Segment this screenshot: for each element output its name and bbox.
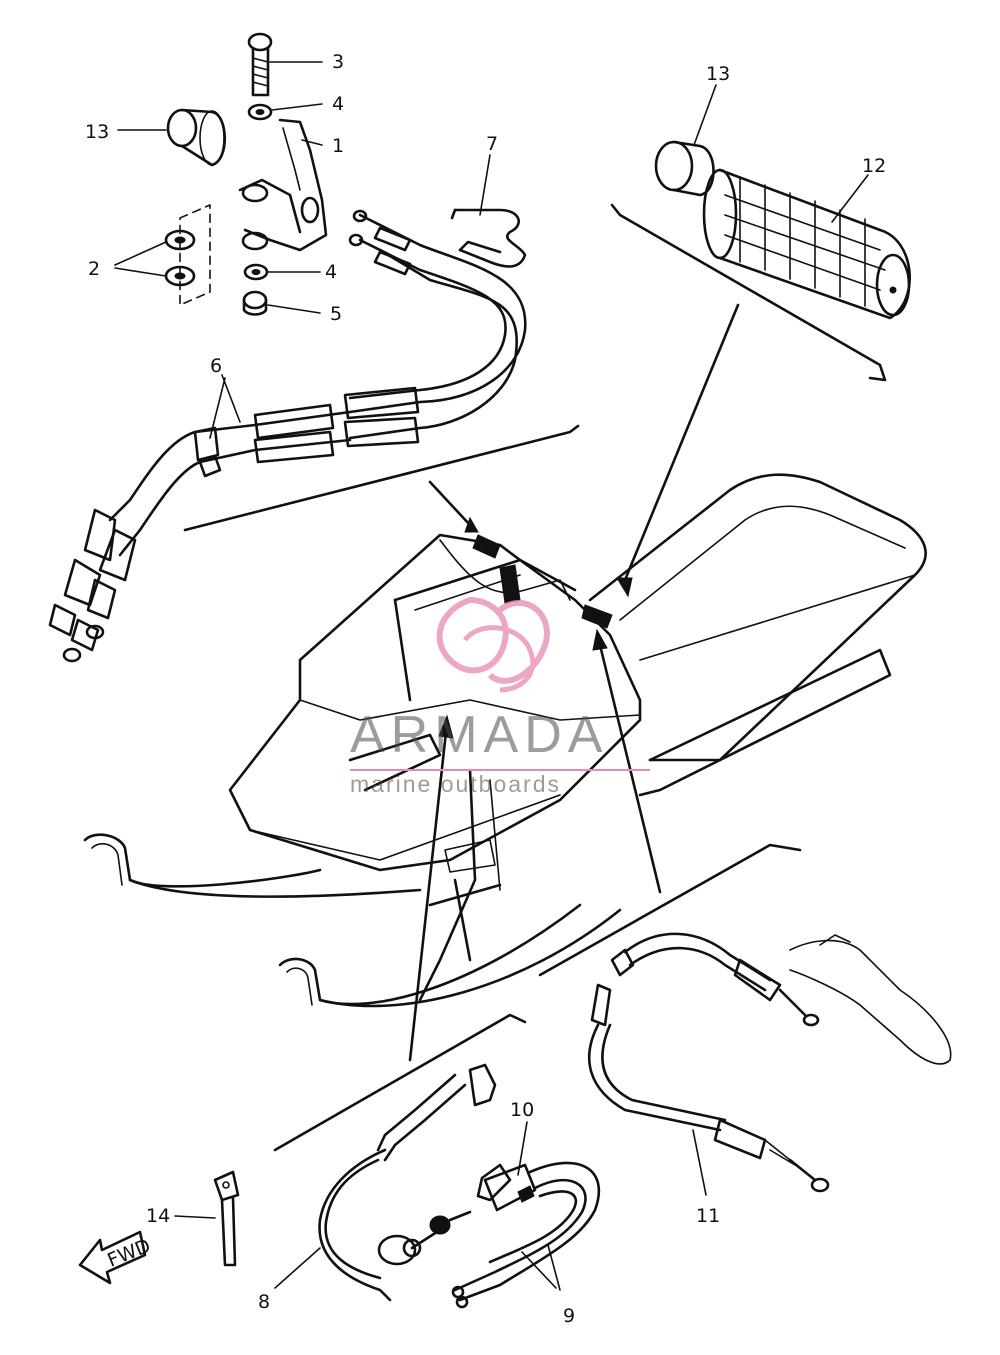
bracket-part-1 xyxy=(238,118,328,252)
watermark-logo xyxy=(436,596,550,693)
callout-6: 6 xyxy=(210,355,222,377)
callout-9: 9 xyxy=(563,1305,575,1327)
forward-direction-arrow: FWD xyxy=(78,1230,154,1285)
callout-11: 11 xyxy=(696,1205,720,1227)
callout-13-right: 13 xyxy=(706,63,730,85)
nut-part-5 xyxy=(242,290,268,316)
pin-part-14 xyxy=(213,1170,240,1267)
handlebar-grip-part-12 xyxy=(702,168,911,320)
snowmobile-illustration xyxy=(83,473,927,1008)
callout-10: 10 xyxy=(510,1099,534,1121)
callout-2: 2 xyxy=(88,258,100,280)
leader-lines xyxy=(114,61,869,1291)
throttle-cables-part-6 xyxy=(48,209,527,663)
washer-part-4-upper xyxy=(247,103,273,121)
grip-ring-part-13-right xyxy=(654,140,715,197)
section-divider-lines xyxy=(183,203,887,1152)
throttle-connector xyxy=(472,534,613,629)
clip-part-7 xyxy=(450,208,527,268)
wire-harness-part-10-9 xyxy=(451,1161,601,1309)
brake-cable-part-11 xyxy=(588,932,952,1193)
callout-12: 12 xyxy=(862,155,886,177)
grip-ring-part-13-left xyxy=(166,108,226,167)
washer-part-4-lower xyxy=(243,263,269,281)
fwd-label: FWD xyxy=(104,1235,153,1272)
watermark: ARMADA marine outboards xyxy=(350,596,650,797)
callout-4-lower: 4 xyxy=(325,261,337,283)
callout-8: 8 xyxy=(258,1291,270,1313)
callout-1: 1 xyxy=(332,135,344,157)
callout-13-left: 13 xyxy=(85,121,109,143)
callout-7: 7 xyxy=(486,133,498,155)
watermark-brand: ARMADA xyxy=(350,706,608,764)
callout-3: 3 xyxy=(332,51,344,73)
callout-5: 5 xyxy=(330,303,342,325)
callout-14: 14 xyxy=(146,1205,170,1227)
bushings-part-2 xyxy=(164,204,269,306)
choke-cable-part-8 xyxy=(318,1063,512,1302)
bolt-part-3 xyxy=(247,32,273,97)
watermark-tagline: marine outboards xyxy=(350,771,561,797)
callout-labels: 3 4 1 13 2 4 5 7 6 13 12 10 11 14 8 9 xyxy=(85,51,886,1327)
callout-4-upper: 4 xyxy=(332,93,344,115)
